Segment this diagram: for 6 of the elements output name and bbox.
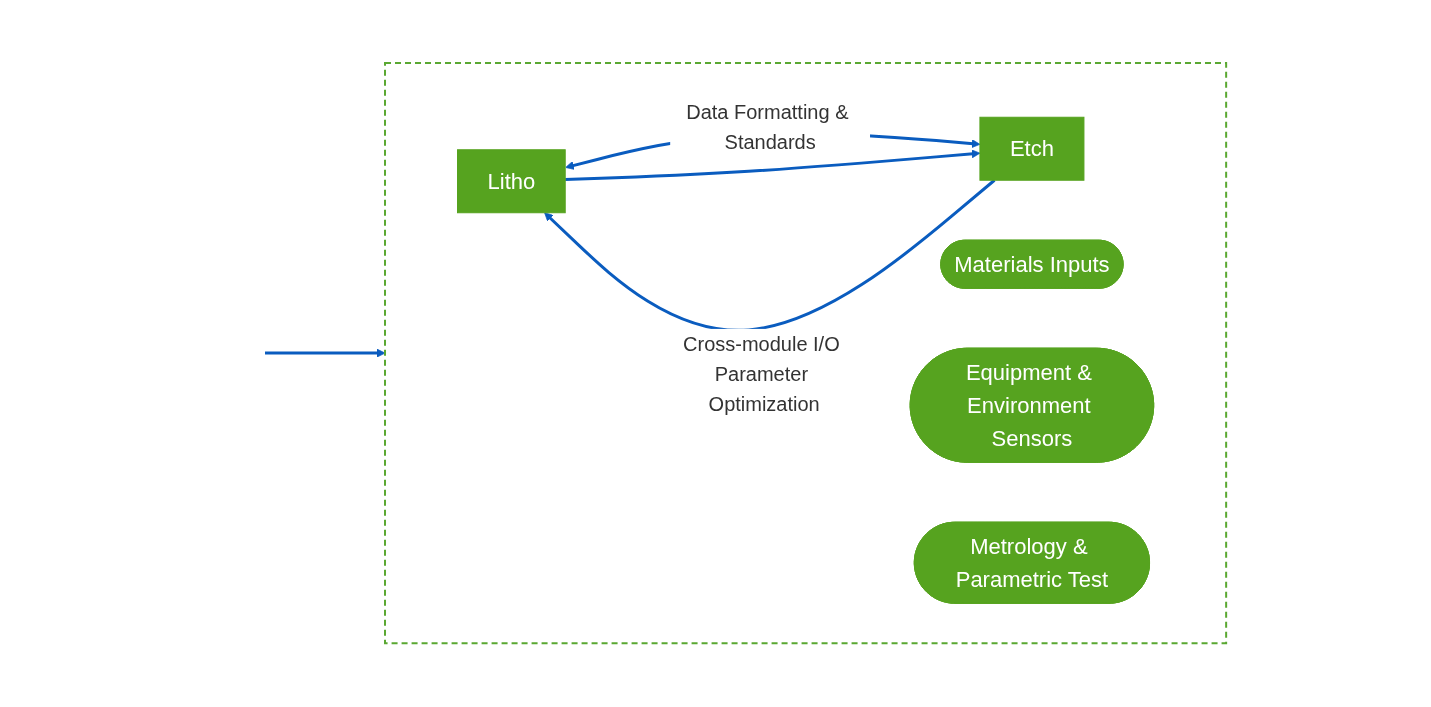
node-box: Litho [456,149,566,214]
edge-label: Data Formatting & Standards [686,100,849,153]
cluster [383,62,1228,645]
node-box: Etch [979,117,1085,182]
edge-label: Cross-module I/O Parameter Optimization [682,333,840,416]
arrow [565,149,981,182]
